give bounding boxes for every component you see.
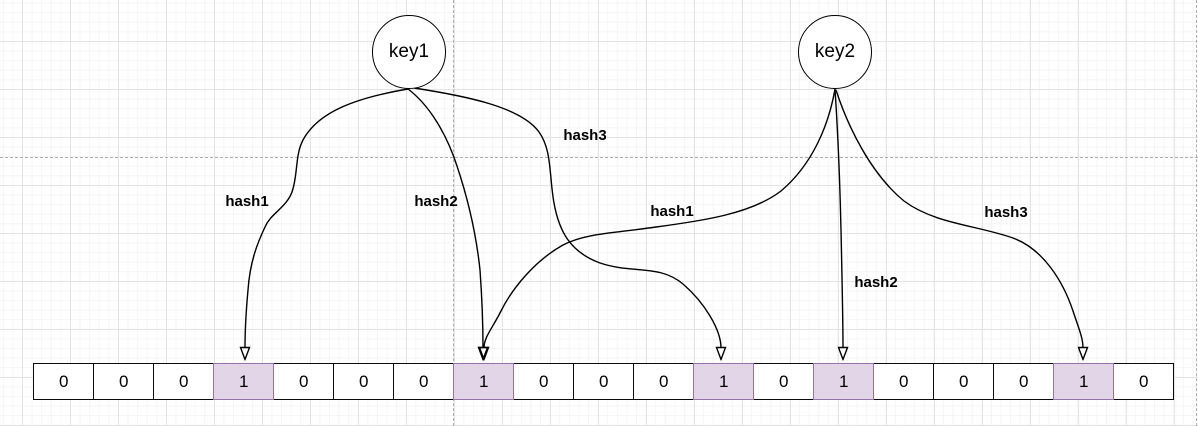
bit-cell-16[interactable]: 0 (993, 363, 1055, 400)
key2-hash1-arrow[interactable] (484, 88, 836, 348)
bit-cell-10[interactable]: 0 (633, 363, 695, 400)
bit-cell-5[interactable]: 0 (333, 363, 395, 400)
bit-cell-7[interactable]: 1 (453, 363, 515, 400)
key1-hash3-arrow[interactable] (413, 87, 721, 348)
bit-cell-3[interactable]: 1 (213, 363, 275, 400)
key2-hash2-label[interactable]: hash2 (854, 274, 898, 291)
bit-cell-0[interactable]: 0 (33, 363, 95, 400)
key1-hash3-label[interactable]: hash3 (563, 127, 607, 144)
bit-cell-2[interactable]: 0 (153, 363, 215, 400)
bit-cell-8[interactable]: 0 (513, 363, 575, 400)
bit-cell-18[interactable]: 0 (1113, 363, 1175, 400)
key2-node[interactable]: key2 (798, 15, 872, 89)
bit-cell-9[interactable]: 0 (573, 363, 635, 400)
bit-cell-17[interactable]: 1 (1053, 363, 1115, 400)
key1-hash2-label[interactable]: hash2 (414, 193, 458, 210)
key1-hash1-arrow[interactable] (245, 88, 409, 348)
key2-hash1-label[interactable]: hash1 (650, 203, 694, 220)
key1-node[interactable]: key1 (372, 15, 446, 89)
bit-cell-14[interactable]: 0 (873, 363, 935, 400)
key2-hash2-arrow[interactable] (834, 88, 843, 348)
key2-hash3-arrow[interactable] (835, 89, 1083, 348)
bit-cell-11[interactable]: 1 (693, 363, 755, 400)
key2-hash3-label[interactable]: hash3 (984, 204, 1028, 221)
bit-cell-12[interactable]: 0 (753, 363, 815, 400)
bit-cell-15[interactable]: 0 (933, 363, 995, 400)
key1-hash2-arrow[interactable] (407, 88, 483, 348)
key1-hash1-label[interactable]: hash1 (225, 193, 269, 210)
bit-cell-13[interactable]: 1 (813, 363, 875, 400)
key2-label: key2 (814, 41, 856, 62)
key1-label: key1 (388, 41, 430, 62)
bit-cell-6[interactable]: 0 (393, 363, 455, 400)
bit-cell-1[interactable]: 0 (93, 363, 155, 400)
bit-cell-4[interactable]: 0 (273, 363, 335, 400)
